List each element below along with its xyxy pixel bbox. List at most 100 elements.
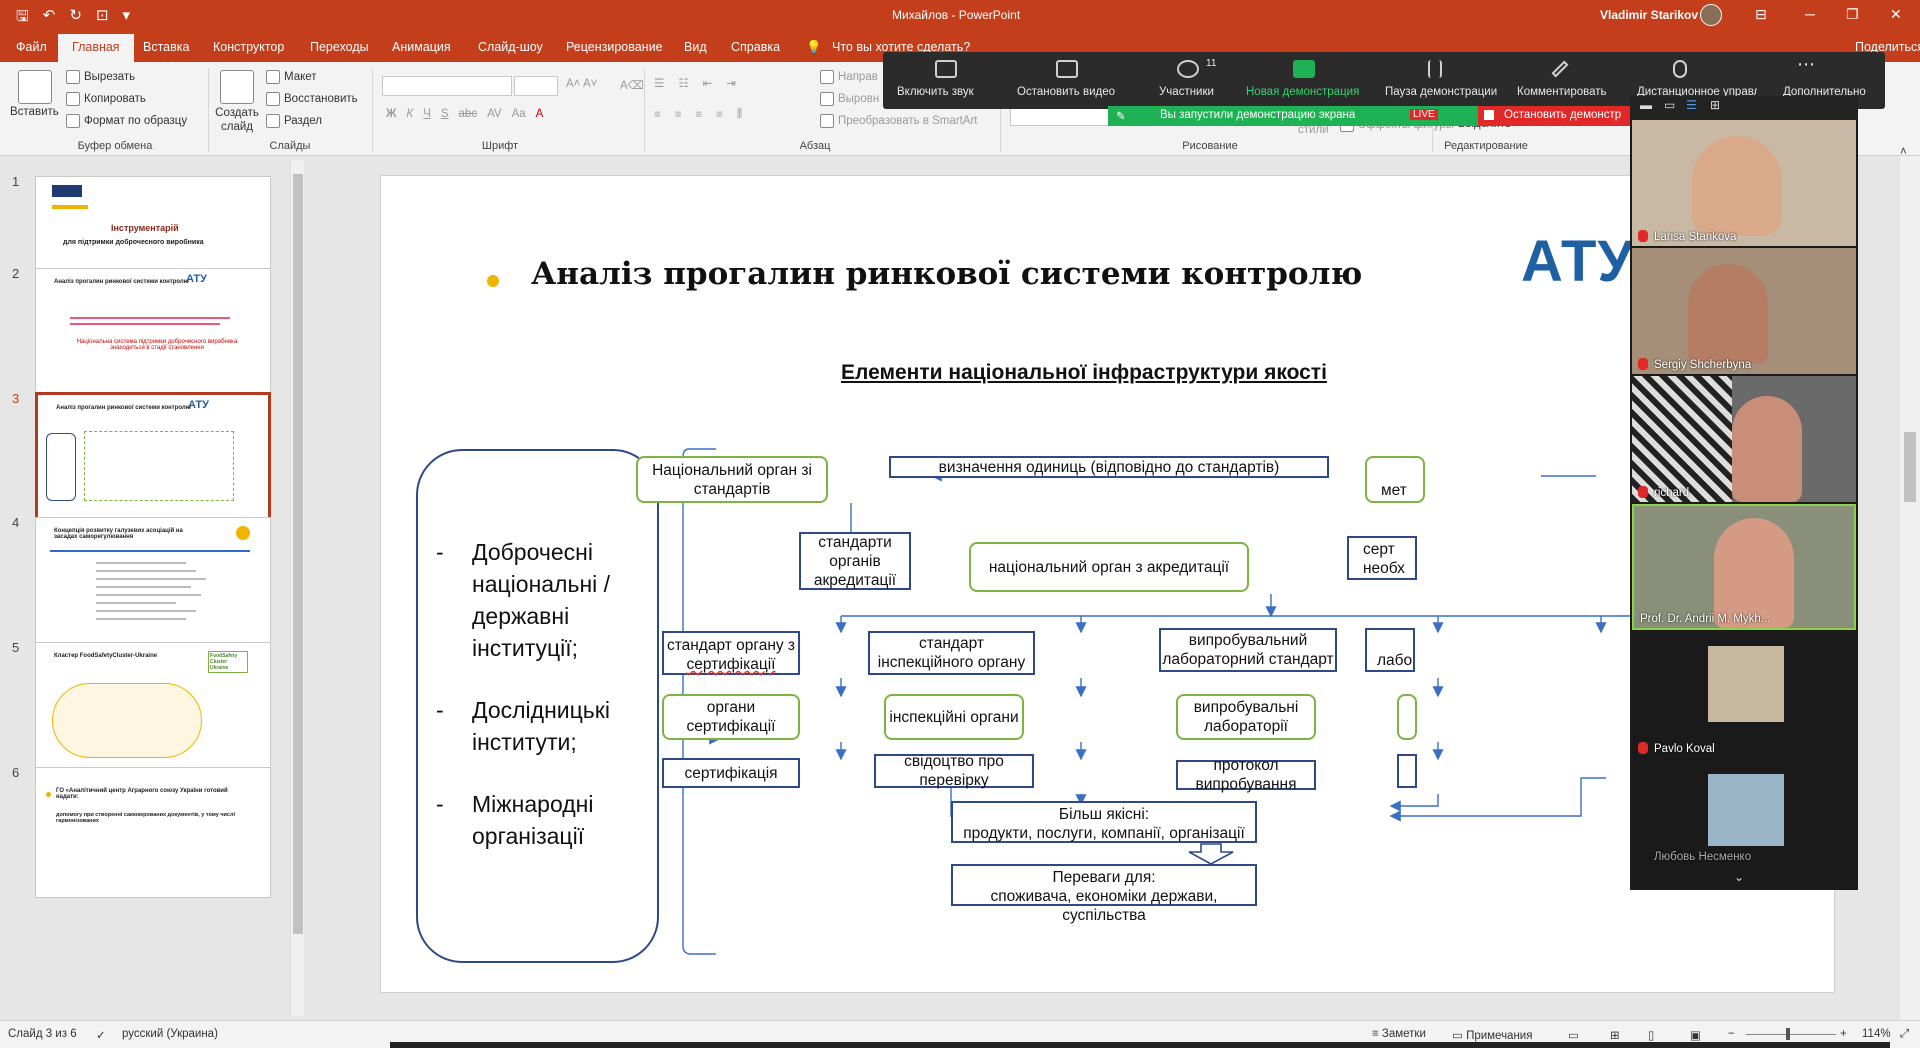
participants-icon[interactable]: [1177, 60, 1199, 78]
scrollbar-thumb[interactable]: [1904, 432, 1916, 502]
pause-icon[interactable]: [1428, 60, 1442, 78]
new-slide-icon[interactable]: [220, 70, 254, 104]
cut-button[interactable]: Вырезать: [66, 70, 135, 84]
layout-button[interactable]: Макет: [266, 70, 317, 84]
tab-view[interactable]: Вид: [684, 40, 707, 54]
grow-font-icon[interactable]: A˄ A˅: [566, 78, 598, 90]
participant-tile[interactable]: richard: [1632, 376, 1856, 502]
stop-video-button[interactable]: Остановить видео: [1017, 86, 1115, 98]
spellcheck-icon[interactable]: ✓: [96, 1030, 106, 1042]
participant-tile[interactable]: Любовь Несменко: [1632, 760, 1856, 866]
list-item[interactable]: Дослідницькі інститути;: [436, 694, 656, 758]
font-family-select[interactable]: [382, 76, 512, 96]
strip-view-icon[interactable]: ☰: [1686, 98, 1697, 112]
participant-tile[interactable]: Larisa Starikova: [1632, 120, 1856, 246]
unmute-button[interactable]: Включить звук: [897, 86, 974, 98]
quick-styles-button[interactable]: стили: [1298, 124, 1329, 136]
case-button[interactable]: Aa: [511, 108, 526, 120]
section-button[interactable]: Раздел: [266, 114, 322, 128]
certification-box[interactable]: сертифікація: [662, 758, 800, 788]
smartart-button[interactable]: Преобразовать в SmartArt: [820, 114, 978, 128]
ribbon-display-icon[interactable]: ⊟: [1755, 6, 1767, 22]
testing-labs-box[interactable]: випробувальні лабораторії: [1176, 694, 1316, 740]
user-avatar[interactable]: [1700, 4, 1722, 26]
benefits-box[interactable]: Переваги для: споживача, економіки держа…: [951, 864, 1257, 924]
tab-slideshow[interactable]: Слайд-шоу: [478, 40, 543, 54]
text-direction-button[interactable]: Направ: [820, 70, 878, 84]
list-item[interactable]: Доброчесні національні / державні інстит…: [436, 536, 656, 664]
tab-file[interactable]: Файл: [16, 40, 47, 54]
accreditation-standards-box[interactable]: стандарти органів акредитації: [799, 532, 911, 590]
italic-button[interactable]: К: [406, 108, 414, 120]
minimize-icon[interactable]: ─: [1805, 6, 1815, 22]
thumbnail-scrollbar[interactable]: [290, 160, 304, 1016]
tab-home[interactable]: Главная: [58, 34, 134, 62]
collapse-ribbon-icon[interactable]: ˄: [1900, 146, 1907, 158]
copy-button[interactable]: Копировать: [66, 92, 146, 106]
tab-design[interactable]: Конструктор: [213, 40, 285, 54]
slide-sorter-icon[interactable]: ⊞: [1610, 1030, 1620, 1042]
align-right-icon[interactable]: ≡: [695, 108, 703, 121]
mouse-icon[interactable]: [1673, 60, 1687, 78]
indent-less-icon[interactable]: ⇤: [702, 78, 713, 90]
normal-view-icon[interactable]: ▭: [1568, 1030, 1579, 1042]
inspection-bodies-box[interactable]: інспекційні органи: [884, 694, 1024, 740]
zoom-out-icon[interactable]: −: [1728, 1028, 1735, 1040]
slide-canvas[interactable]: Аналіз прогалин ринкової системи контрол…: [380, 175, 1835, 993]
partial-green-box[interactable]: [1397, 694, 1417, 740]
certification-bodies-box[interactable]: органи сертифікації: [662, 694, 800, 740]
certification-body-standard-box[interactable]: стандарт органу з сертифікації: [662, 631, 800, 675]
redo-icon[interactable]: ↻: [69, 7, 82, 24]
list-item[interactable]: Міжнародні організації: [436, 788, 656, 852]
diagram-subtitle[interactable]: Елементи національної інфраструктури яко…: [841, 361, 1327, 384]
present-icon[interactable]: ⊡: [95, 7, 109, 24]
shadow-button[interactable]: S: [440, 108, 449, 120]
align-left-icon[interactable]: ≡: [654, 108, 661, 121]
align-text-button[interactable]: Выровн: [820, 92, 879, 106]
align-center-icon[interactable]: ≡: [674, 108, 682, 121]
remote-control-button[interactable]: Дистанционное управление: [1637, 86, 1757, 98]
participant-tile[interactable]: Sergiy Shcherbyna: [1632, 248, 1856, 374]
maximize-icon[interactable]: ❐: [1846, 6, 1859, 22]
numbering-icon[interactable]: ☷: [678, 78, 689, 90]
slide-scrollbar[interactable]: [1900, 156, 1920, 1020]
zoom-level[interactable]: 114%: [1862, 1028, 1891, 1040]
share-screen-icon[interactable]: [1293, 60, 1315, 78]
minimize-gallery-icon[interactable]: ▬: [1640, 98, 1652, 112]
bold-button[interactable]: Ж: [386, 108, 397, 120]
columns-icon[interactable]: ⫼: [736, 108, 743, 120]
reading-view-icon[interactable]: ▯: [1648, 1030, 1655, 1042]
mic-muted-icon[interactable]: [935, 60, 957, 78]
scrollbar-thumb[interactable]: [293, 174, 303, 934]
strikethrough-button[interactable]: abc: [458, 108, 478, 120]
paste-button[interactable]: Вставить: [10, 106, 59, 118]
tab-insert[interactable]: Вставка: [143, 40, 190, 54]
zoom-in-icon[interactable]: +: [1840, 1028, 1847, 1040]
user-name[interactable]: Vladimir Starikov: [1600, 8, 1699, 22]
indent-more-icon[interactable]: ⇥: [726, 78, 736, 90]
font-color-icon[interactable]: A: [535, 108, 544, 120]
slide-thumbnail-5[interactable]: Кластер FoodSafetyCluster-Ukraine FoodSa…: [35, 642, 271, 773]
language-indicator[interactable]: русский (Украина): [122, 1028, 218, 1040]
zoom-slider[interactable]: [1746, 1034, 1836, 1035]
justify-icon[interactable]: ≡: [716, 108, 723, 121]
chevron-down-icon[interactable]: ⌄: [1734, 870, 1745, 884]
slide-thumbnail-4[interactable]: Концепція розвитку галузевих асоціацій н…: [35, 517, 271, 648]
annotate-button[interactable]: Комментировать: [1517, 86, 1607, 98]
lab-standard-box-partial[interactable]: лабо: [1365, 628, 1415, 672]
participant-tile-active-speaker[interactable]: Prof. Dr. Andrii M. Mykh...: [1632, 504, 1856, 630]
reset-button[interactable]: Восстановить: [266, 92, 358, 106]
units-definition-box[interactable]: визначення одиниць (відповідно до станда…: [889, 456, 1329, 478]
participants-button[interactable]: Участники: [1159, 86, 1214, 98]
inspection-certificate-box[interactable]: свідоцтво про перевірку: [874, 753, 1034, 789]
paste-icon[interactable]: [18, 70, 52, 104]
notes-button[interactable]: ≡ Заметки: [1372, 1028, 1426, 1040]
national-accreditation-body-box[interactable]: національний орган з акредитації: [969, 542, 1249, 592]
slideshow-icon[interactable]: ▣: [1690, 1030, 1701, 1042]
slide-thumbnail-2[interactable]: Аналіз прогалин ринкової системи контрол…: [35, 268, 271, 399]
metrology-box-partial[interactable]: мет: [1365, 456, 1425, 503]
new-share-button[interactable]: Новая демонстрация: [1246, 86, 1360, 98]
slide-thumbnail-6[interactable]: ГО «Аналітичний центр Аграрного союзу Ук…: [35, 767, 271, 898]
tab-animation[interactable]: Анимация: [392, 40, 451, 54]
spacing-button[interactable]: AV: [487, 108, 502, 120]
